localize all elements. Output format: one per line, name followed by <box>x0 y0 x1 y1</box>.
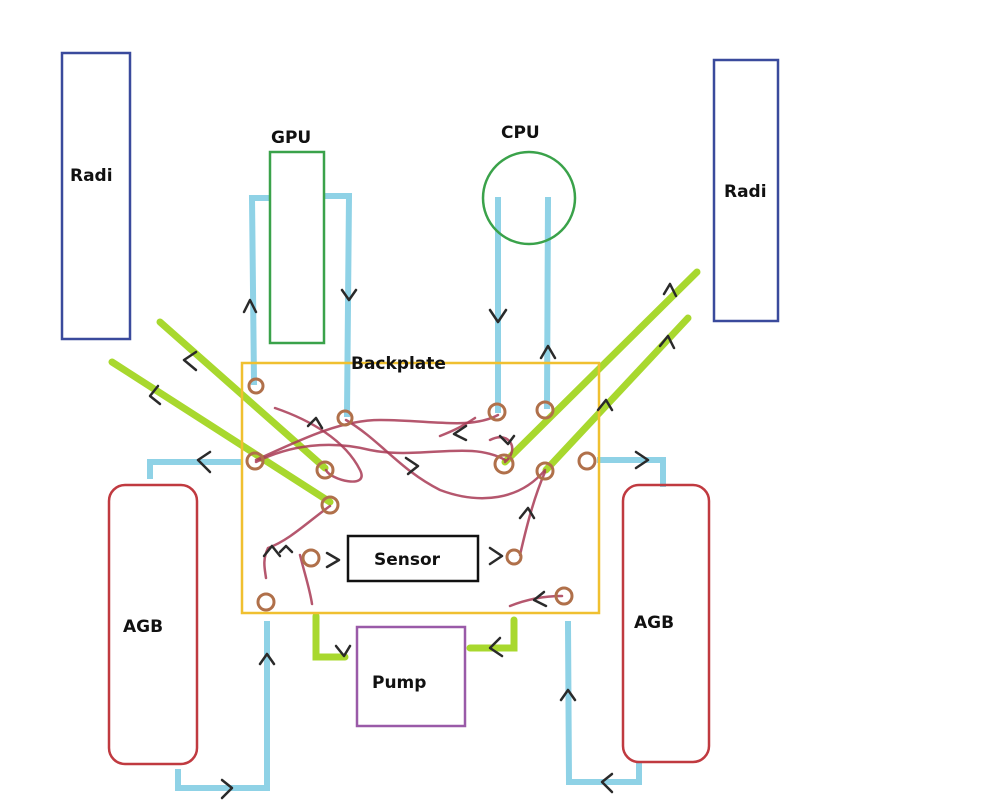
port <box>535 400 555 420</box>
pump-box <box>355 625 467 728</box>
flow-arrow-left <box>452 424 468 442</box>
flow-arrow-left <box>488 636 504 658</box>
channel-2 <box>273 406 363 483</box>
flow-arrow-up <box>262 544 282 558</box>
pump-label: Pump <box>372 673 426 693</box>
port <box>336 409 354 427</box>
flow-arrow-up <box>662 282 678 298</box>
radiator-right <box>712 58 780 323</box>
agb-right <box>621 483 711 764</box>
cpu-label: CPU <box>501 123 540 143</box>
cpu-block <box>481 150 577 246</box>
flow-arrow-right <box>325 551 341 569</box>
flow-arrow-up <box>278 544 294 554</box>
flow-arrow-up <box>596 398 614 412</box>
tube-left-agb-top <box>147 459 243 479</box>
channel-4 <box>254 443 507 464</box>
port <box>505 548 523 566</box>
sensor-box <box>346 534 480 583</box>
channel-3 <box>344 418 547 500</box>
port <box>245 451 265 471</box>
flow-arrow-up <box>539 344 557 360</box>
flow-arrow-right <box>220 778 234 800</box>
blue-tubing <box>147 193 666 791</box>
tube-right-agb-top <box>597 457 666 487</box>
flow-arrow-left <box>532 590 548 608</box>
backplate <box>240 361 601 615</box>
radiator-right-label: Radi <box>724 182 767 202</box>
sensor-label: Sensor <box>374 550 441 570</box>
gpu-label: GPU <box>271 128 311 148</box>
radiator-left <box>60 51 132 341</box>
flow-arrow-left <box>148 384 162 406</box>
flow-arrow-left <box>600 772 614 794</box>
channel-6 <box>263 504 332 580</box>
port <box>493 453 515 475</box>
flow-arrow-right <box>634 450 650 470</box>
channel-5 <box>488 436 514 464</box>
ports <box>245 377 597 612</box>
flow-arrow-down <box>340 288 358 302</box>
agb-right-label: AGB <box>634 613 674 633</box>
flow-arrow-up <box>658 334 676 350</box>
flow-arrow-down <box>498 434 516 446</box>
tube-green-radi-right-2 <box>542 314 692 474</box>
flow-arrow-up <box>258 652 276 666</box>
port <box>247 377 265 395</box>
flow-arrows <box>148 282 678 800</box>
backplate-label: Backplate <box>351 354 446 374</box>
port <box>487 402 507 422</box>
flow-arrow-right <box>404 456 420 476</box>
port <box>577 451 597 471</box>
flow-arrow-down <box>488 308 508 324</box>
flow-arrow-up <box>559 688 577 702</box>
tube-gpu-right <box>323 193 353 418</box>
flow-arrow-up <box>242 298 258 314</box>
tube-gpu-left <box>248 195 271 386</box>
flow-arrow-left <box>196 450 212 474</box>
agb-left-label: AGB <box>123 617 163 637</box>
tube-cpu-right <box>543 196 552 410</box>
tube-green-radi-left-2 <box>108 358 334 506</box>
tube-green-pump-right <box>466 616 518 652</box>
flow-arrow-up <box>518 506 536 520</box>
tube-left-agb-bottom <box>175 621 270 791</box>
flow-arrow-left <box>182 350 198 372</box>
agb-left <box>107 483 199 766</box>
port <box>554 586 574 606</box>
channel-8 <box>298 553 314 606</box>
tube-green-pump-left <box>312 612 349 661</box>
port <box>535 461 555 481</box>
radiator-left-label: Radi <box>70 166 113 186</box>
gpu-block <box>268 150 326 345</box>
flow-arrow-up <box>306 416 324 430</box>
port <box>256 592 276 612</box>
flow-arrow-down <box>334 644 352 658</box>
port <box>315 460 335 480</box>
flow-arrow-right <box>488 546 504 566</box>
port <box>320 495 340 515</box>
channel-10 <box>438 416 477 438</box>
port <box>301 548 321 568</box>
tube-green-radi-right-1 <box>501 268 701 466</box>
